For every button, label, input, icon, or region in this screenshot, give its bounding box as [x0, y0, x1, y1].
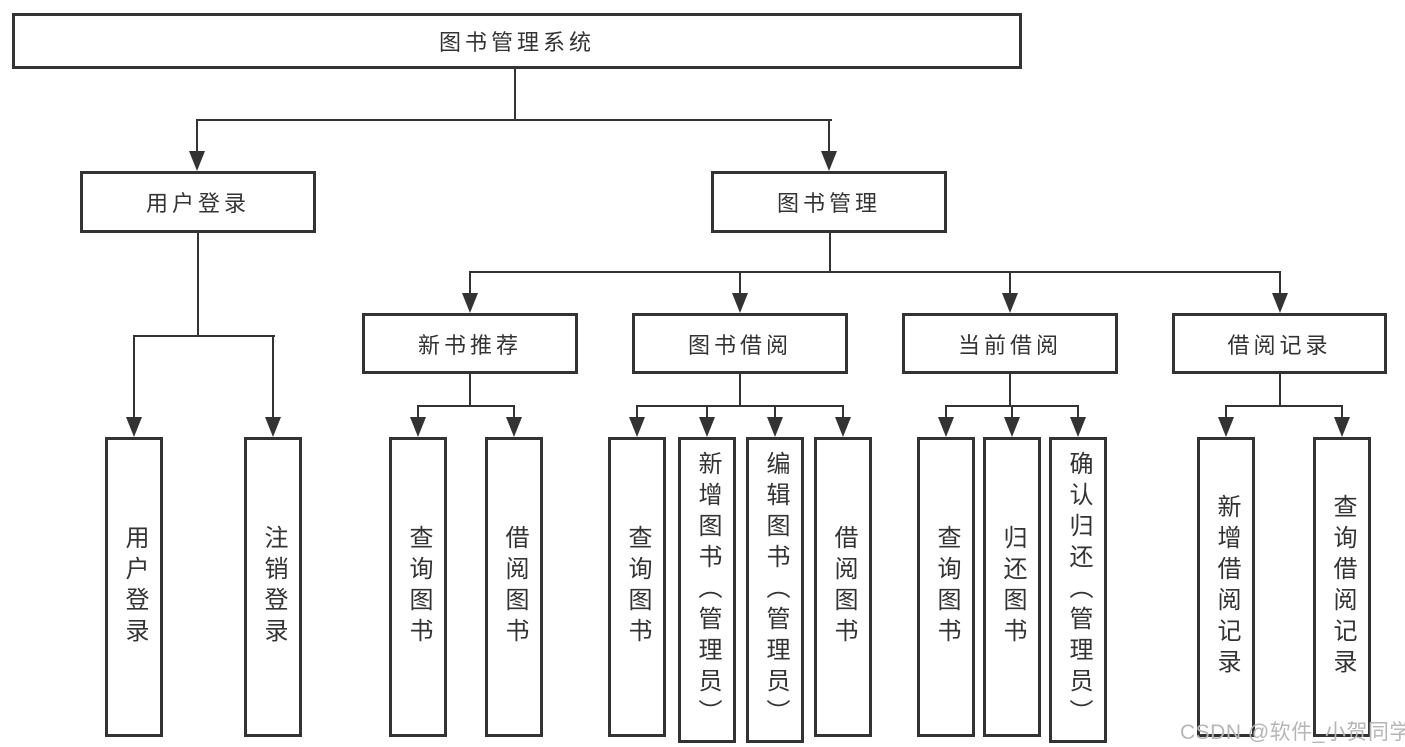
connector-to-records-add [1225, 405, 1227, 421]
leaf-current-confirm-return-admin: 确认归还（管理员） [1049, 437, 1107, 743]
connector-to-current-confirm [1077, 405, 1079, 421]
leaf-borrowing-borrow-books: 借阅图书 [814, 437, 872, 737]
leaf-records-add-record: 新增借阅记录 [1197, 437, 1255, 737]
arrow-down-icon [189, 151, 205, 171]
arrow-down-icon [1334, 417, 1350, 437]
arrow-down-icon [1070, 417, 1086, 437]
connector-to-borrowing-add [706, 405, 708, 421]
connector-book-management-split [469, 271, 1281, 273]
connector-root-stem [514, 69, 516, 121]
csdn-watermark: CSDN @软件_小贺同学 [1180, 721, 1405, 744]
node-borrowing-records: 借阅记录 [1172, 313, 1387, 374]
connector-to-recommend-query [417, 405, 419, 421]
connector-recommend-split [417, 405, 515, 407]
connector-to-borrowing-query [636, 405, 638, 421]
connector-to-leaf-logout [272, 335, 274, 421]
arrow-down-icon [506, 417, 522, 437]
connector-to-borrowing-edit [774, 405, 776, 421]
connector-to-records-query [1341, 405, 1343, 421]
connector-to-user-login [196, 119, 198, 159]
arrow-down-icon [126, 417, 142, 437]
leaf-borrowing-query-books: 查询图书 [608, 437, 666, 737]
arrow-down-icon [835, 417, 851, 437]
connector-current-stem [1009, 374, 1011, 407]
arrow-down-icon [938, 417, 954, 437]
leaf-logout: 注销登录 [244, 437, 302, 737]
connector-to-new-book-recommend [469, 271, 471, 299]
leaf-current-query-books: 查询图书 [917, 437, 975, 737]
arrow-down-icon [1002, 293, 1018, 313]
connector-to-current-query [945, 405, 947, 421]
leaf-recommend-borrow-books: 借阅图书 [485, 437, 543, 737]
leaf-borrowing-edit-books-admin: 编辑图书（管理员） [746, 437, 804, 743]
arrow-down-icon [732, 293, 748, 313]
node-book-management-system: 图书管理系统 [12, 13, 1022, 69]
connector-to-book-borrowing [739, 271, 741, 299]
node-user-login: 用户登录 [80, 171, 316, 233]
leaf-recommend-query-books: 查询图书 [389, 437, 447, 737]
leaf-borrowing-add-books-admin: 新增图书（管理员） [678, 437, 736, 743]
connector-book-management-stem [829, 233, 831, 273]
connector-user-login-stem [197, 233, 199, 337]
connector-borrowing-stem [739, 374, 741, 407]
connector-records-split [1225, 405, 1343, 407]
leaf-user-login: 用户登录 [105, 437, 163, 737]
connector-to-borrowing-borrow [842, 405, 844, 421]
node-new-book-recommend: 新书推荐 [362, 313, 578, 374]
arrow-down-icon [629, 417, 645, 437]
node-book-borrowing: 图书借阅 [632, 313, 848, 374]
arrow-down-icon [821, 151, 837, 171]
connector-to-recommend-borrow [513, 405, 515, 421]
connector-to-borrowing-records [1279, 271, 1281, 299]
arrow-down-icon [699, 417, 715, 437]
connector-to-current-return [1011, 405, 1013, 421]
arrow-down-icon [1004, 417, 1020, 437]
leaf-records-query-record: 查询借阅记录 [1313, 437, 1371, 737]
arrow-down-icon [767, 417, 783, 437]
connector-to-current-borrowing [1009, 271, 1011, 299]
leaf-current-return-books: 归还图书 [983, 437, 1041, 737]
connector-user-login-split [133, 335, 275, 337]
connector-records-stem [1279, 374, 1281, 407]
connector-borrowing-split [636, 405, 844, 407]
node-current-borrowing: 当前借阅 [902, 313, 1118, 374]
arrow-down-icon [1272, 293, 1288, 313]
connector-to-leaf-user-login [133, 335, 135, 421]
arrow-down-icon [1218, 417, 1234, 437]
connector-recommend-stem [469, 374, 471, 407]
arrow-down-icon [462, 293, 478, 313]
connector-root-split [196, 119, 832, 121]
connector-to-book-management [828, 119, 830, 159]
arrow-down-icon [265, 417, 281, 437]
node-book-management: 图书管理 [711, 171, 947, 233]
arrow-down-icon [410, 417, 426, 437]
